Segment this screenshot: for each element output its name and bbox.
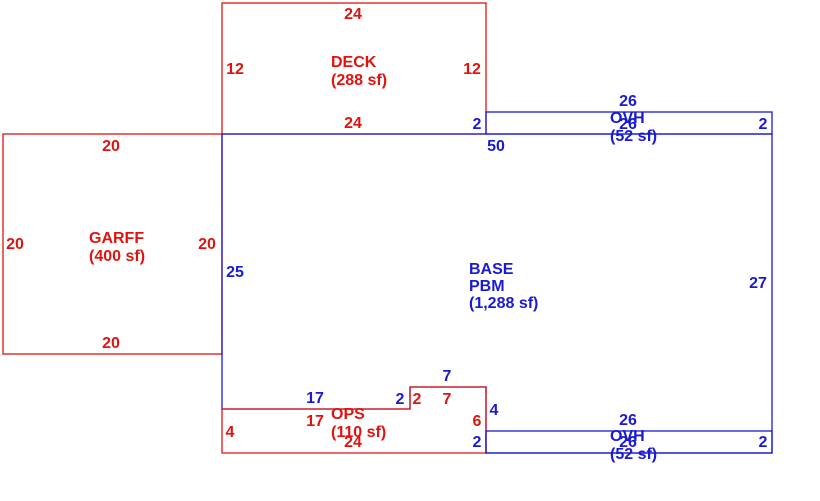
ops-top-step-dimension: 2 [413,391,422,408]
overhang-top-label: OVH [610,110,645,127]
base-notch-top-dimension: 7 [443,368,452,385]
overhang-bottom-right-dimension: 2 [759,434,768,451]
base-label: BASE [469,261,514,278]
ops-area: 17 2 7 6 4 24 OPS (110 sf) [221,386,487,454]
base-sublabel: PBM [469,278,505,295]
overhang-bottom-top-dimension: 26 [619,412,637,429]
deck-label: DECK [331,54,377,71]
overhang-top-area-label: (52 sf) [610,128,657,145]
garage-bottom-dimension: 20 [102,335,120,352]
overhang-top-outline [485,111,773,135]
ops-bottom-dimension: 24 [344,434,362,451]
ops-outline [221,386,487,454]
ops-area-label: (110 sf) [331,424,386,441]
deck-right-dimension: 12 [463,61,481,78]
overhang-top-left-dimension: 2 [473,116,482,133]
garage-right-dimension: 20 [198,236,216,253]
base-right-dimension: 27 [749,275,767,292]
deck-top-dimension: 24 [344,6,362,23]
ops-label: OPS [331,406,365,423]
overhang-bottom-area: 26 2 2 26 OVH (52 sf) [473,412,773,463]
overhang-bottom-label: OVH [610,428,645,445]
garage-area: 20 20 20 20 GARFF (400 sf) [2,133,223,355]
base-area: 50 25 27 BASE PBM (1,288 sf) 17 2 7 4 [221,133,773,454]
garage-top-dimension: 20 [102,138,120,155]
overhang-top-area: 26 2 2 26 OVH (52 sf) [473,93,773,145]
ops-left-dimension: 4 [226,424,235,441]
base-top-dimension: 50 [487,138,505,155]
base-notch-step-right-dimension: 4 [490,402,499,419]
deck-area: 24 12 12 24 DECK (288 sf) [221,2,487,135]
overhang-top-top-dimension: 26 [619,93,637,110]
deck-bottom-dimension: 24 [344,115,362,132]
base-notch-left-dimension: 17 [306,390,324,407]
base-area-label: (1,288 sf) [469,295,538,312]
garage-left-dimension: 20 [6,236,24,253]
deck-area-label: (288 sf) [331,72,387,89]
base-notch-step-left-dimension: 2 [396,391,405,408]
base-left-dimension: 25 [226,264,244,281]
garage-area-label: (400 sf) [89,248,145,265]
overhang-bottom-left-dimension: 2 [473,434,482,451]
overhang-top-right-dimension: 2 [759,116,768,133]
ops-top-right-dimension: 7 [443,391,452,408]
overhang-bottom-bottom-dimension: 26 [619,434,637,451]
overhang-bottom-area-label: (52 sf) [610,446,657,463]
overhang-top-bottom-dimension: 26 [619,116,637,133]
ops-right-dimension: 6 [473,413,482,430]
deck-left-dimension: 12 [226,61,244,78]
garage-label: GARFF [89,230,144,247]
ops-top-left-dimension: 17 [306,413,324,430]
overhang-bottom-outline [485,430,773,454]
